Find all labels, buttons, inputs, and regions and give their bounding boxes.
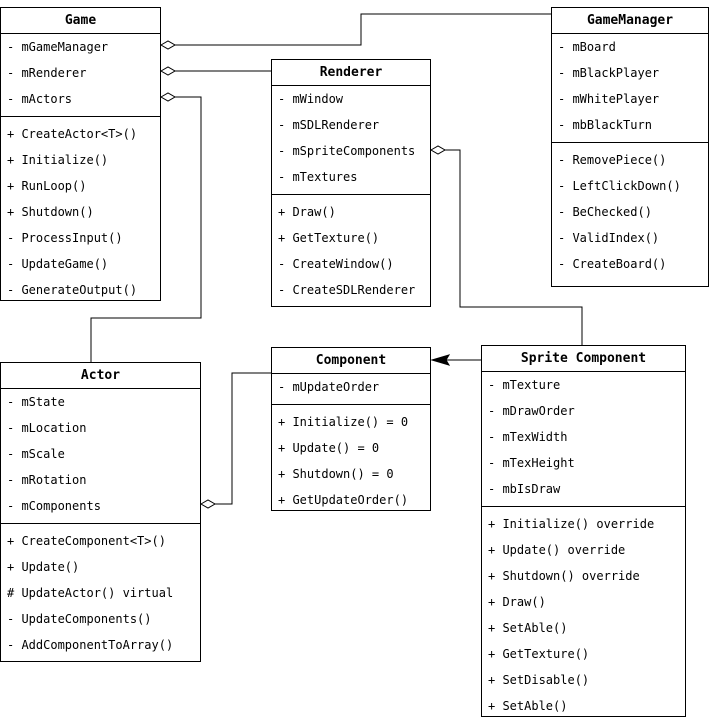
operation: + Shutdown() — [7, 205, 94, 219]
operation: + Initialize() = 0 — [278, 415, 409, 429]
attribute: - mComponents — [7, 499, 101, 513]
attribute: - mScale — [7, 447, 65, 461]
attribute: - mBlackPlayer — [558, 66, 660, 80]
operation: + Initialize() override — [488, 517, 655, 531]
class-title: Game — [1, 8, 160, 34]
operation: + GetUpdateOrder() — [278, 493, 409, 507]
operations: - RemovePiece() - LeftClickDown() - BeCh… — [552, 143, 708, 277]
aggregation-diamond-game-gamemanager — [159, 40, 177, 50]
operation: + CreateComponent<T>() — [7, 534, 166, 548]
attribute: - mSpriteComponents — [278, 144, 416, 158]
link-actor-component — [215, 372, 271, 505]
operation: - UpdateComponents() — [7, 612, 152, 626]
class-component[interactable]: Component - mUpdateOrder + Initialize() … — [271, 347, 431, 511]
operation: + Shutdown() = 0 — [278, 467, 394, 481]
operation: + GetTexture() — [278, 231, 380, 245]
operation: - UpdateGame() — [7, 257, 109, 271]
operations: + CreateActor<T>() + Initialize() + RunL… — [1, 117, 160, 303]
operation: + Shutdown() override — [488, 569, 640, 583]
attribute: - mSDLRenderer — [278, 118, 380, 132]
aggregation-diamond-renderer-sprite — [429, 145, 447, 155]
operations: + Initialize() = 0 + Update() = 0 + Shut… — [272, 405, 430, 513]
operation: + SetAble() — [488, 699, 568, 713]
operation: - GenerateOutput() — [7, 283, 138, 297]
attributes: - mUpdateOrder — [272, 374, 430, 405]
aggregation-diamond-actor-component — [199, 499, 217, 509]
attribute: - mTexWidth — [488, 430, 568, 444]
attribute: - mWhitePlayer — [558, 92, 660, 106]
class-actor[interactable]: Actor - mState - mLocation - mScale - mR… — [0, 362, 201, 662]
class-title: GameManager — [552, 8, 708, 34]
attribute: - mBoard — [558, 40, 616, 54]
operation: + Draw() — [488, 595, 546, 609]
operation: - CreateBoard() — [558, 257, 667, 271]
link-game-actor — [90, 96, 202, 362]
attributes: - mGameManager - mRenderer - mActors — [1, 34, 160, 117]
attribute: - mTexture — [488, 378, 561, 392]
operation: + Draw() — [278, 205, 336, 219]
attribute: - mTextures — [278, 170, 358, 184]
operation: - ValidIndex() — [558, 231, 660, 245]
operation: - ProcessInput() — [7, 231, 123, 245]
class-game[interactable]: Game - mGameManager - mRenderer - mActor… — [0, 7, 161, 301]
operation: - CreateWindow() — [278, 257, 394, 271]
operation: + SetDisable() — [488, 673, 590, 687]
class-title: Actor — [1, 363, 200, 389]
attribute: - mbBlackTurn — [558, 118, 652, 132]
operation: - AddComponentToArray() — [7, 638, 174, 652]
attribute: - mDrawOrder — [488, 404, 575, 418]
class-gamemanager[interactable]: GameManager - mBoard - mBlackPlayer - mW… — [551, 7, 709, 287]
operation: + GetTexture() — [488, 647, 590, 661]
link-game-gamemanager — [175, 13, 551, 46]
attribute: - mRotation — [7, 473, 87, 487]
operations: + Draw() + GetTexture() - CreateWindow()… — [272, 195, 430, 303]
attributes: - mState - mLocation - mScale - mRotatio… — [1, 389, 200, 524]
operation: # UpdateActor() virtual — [7, 586, 174, 600]
attribute: - mTexHeight — [488, 456, 575, 470]
class-title: Component — [272, 348, 430, 374]
operation: + Initialize() — [7, 153, 109, 167]
attributes: - mWindow - mSDLRenderer - mSpriteCompon… — [272, 86, 430, 195]
attribute: - mState — [7, 395, 65, 409]
class-sprite-component[interactable]: Sprite Component - mTexture - mDrawOrder… — [481, 345, 686, 717]
operation: - LeftClickDown() — [558, 179, 681, 193]
operation: - BeChecked() — [558, 205, 652, 219]
attribute: - mActors — [7, 92, 73, 106]
aggregation-diamond-game-renderer — [159, 66, 177, 76]
operation: + Update() override — [488, 543, 626, 557]
attribute: - mUpdateOrder — [278, 380, 380, 394]
operation: + Update() — [7, 560, 80, 574]
operation: - CreateSDLRenderer — [278, 283, 416, 297]
attribute: - mbIsDraw — [488, 482, 561, 496]
attribute: - mGameManager — [7, 40, 109, 54]
attribute: - mRenderer — [7, 66, 87, 80]
class-title: Sprite Component — [482, 346, 685, 372]
link-renderer-spritecomponent — [445, 149, 583, 345]
operation: + Update() = 0 — [278, 441, 380, 455]
aggregation-diamond-game-actor — [159, 92, 177, 102]
attributes: - mBoard - mBlackPlayer - mWhitePlayer -… — [552, 34, 708, 143]
operation: + SetAble() — [488, 621, 568, 635]
arrowhead-sprite-component — [430, 354, 451, 366]
attribute: - mLocation — [7, 421, 87, 435]
attribute: - mWindow — [278, 92, 344, 106]
class-title: Renderer — [272, 60, 430, 86]
operations: + Initialize() override + Update() overr… — [482, 507, 685, 719]
operations: + CreateComponent<T>() + Update() # Upda… — [1, 524, 200, 658]
operation: + CreateActor<T>() — [7, 127, 138, 141]
class-renderer[interactable]: Renderer - mWindow - mSDLRenderer - mSpr… — [271, 59, 431, 307]
attributes: - mTexture - mDrawOrder - mTexWidth - mT… — [482, 372, 685, 507]
operation: - RemovePiece() — [558, 153, 667, 167]
operation: + RunLoop() — [7, 179, 87, 193]
